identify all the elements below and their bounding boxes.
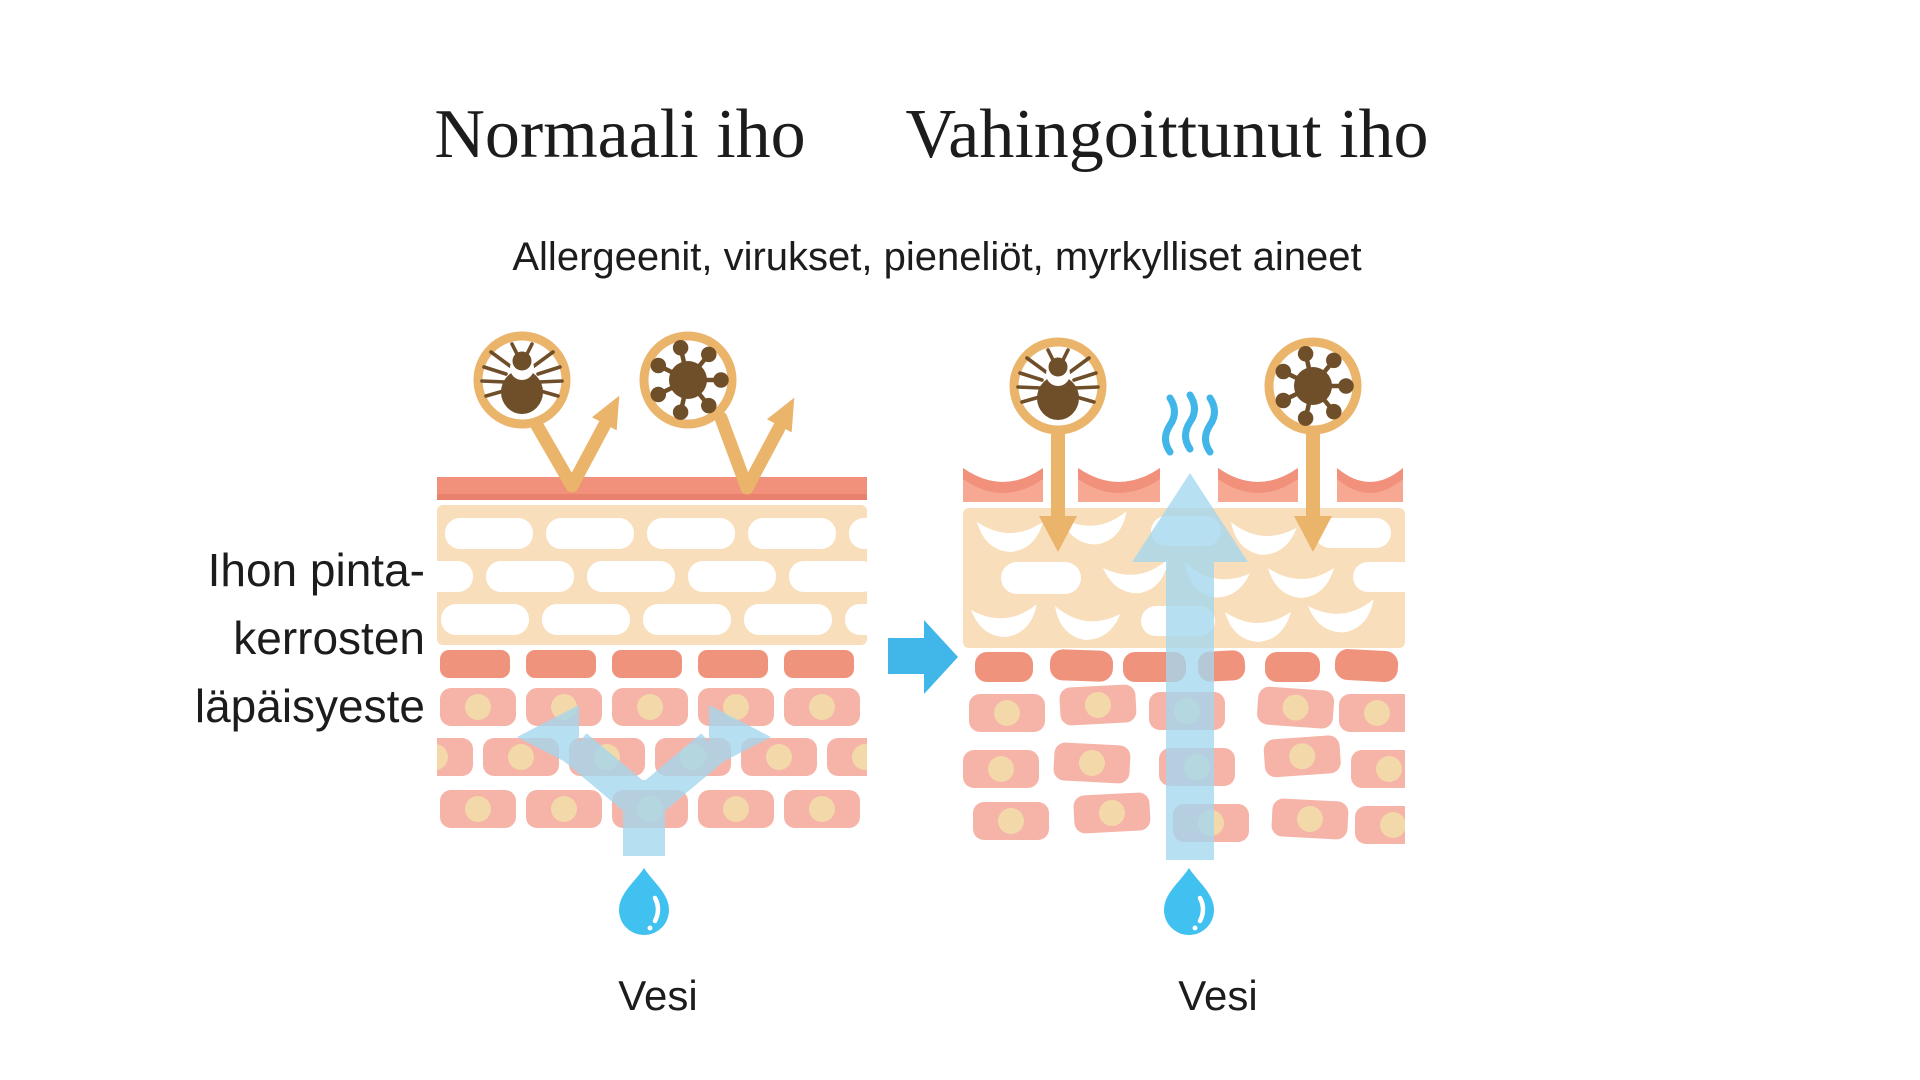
granular-layer <box>440 650 854 678</box>
water-loss-arrow-icon <box>1132 473 1248 860</box>
skin-surface-cracked <box>963 468 1403 502</box>
side-label-skin-barrier: Ihon pinta- kerrosten läpäisyeste <box>0 536 425 740</box>
normal-skin-diagram <box>437 331 867 945</box>
arrow-right-icon <box>888 620 958 694</box>
water-label-right: Vesi <box>1178 972 1258 1019</box>
epidermis-layer <box>437 505 867 645</box>
damaged-skin-diagram <box>963 337 1405 945</box>
water-label-left: Vesi <box>618 972 698 1019</box>
side-label-line: kerrosten <box>233 612 425 664</box>
title-damaged-skin: Vahingoittunut iho <box>905 96 1429 173</box>
penetration-arrow-icon <box>1039 428 1332 552</box>
deflected-arrow-icon <box>528 395 795 495</box>
skin-surface <box>437 477 867 500</box>
title-normal-skin: Normaali iho <box>434 96 806 173</box>
subtitle-threats: Allergeenit, virukset, pieneliöt, myrkyl… <box>512 235 1362 279</box>
steam-icon <box>1162 391 1218 456</box>
side-label-line: läpäisyeste <box>194 680 425 732</box>
water-retention-arrow-icon <box>517 705 771 856</box>
side-label-line: Ihon pinta- <box>207 544 425 596</box>
